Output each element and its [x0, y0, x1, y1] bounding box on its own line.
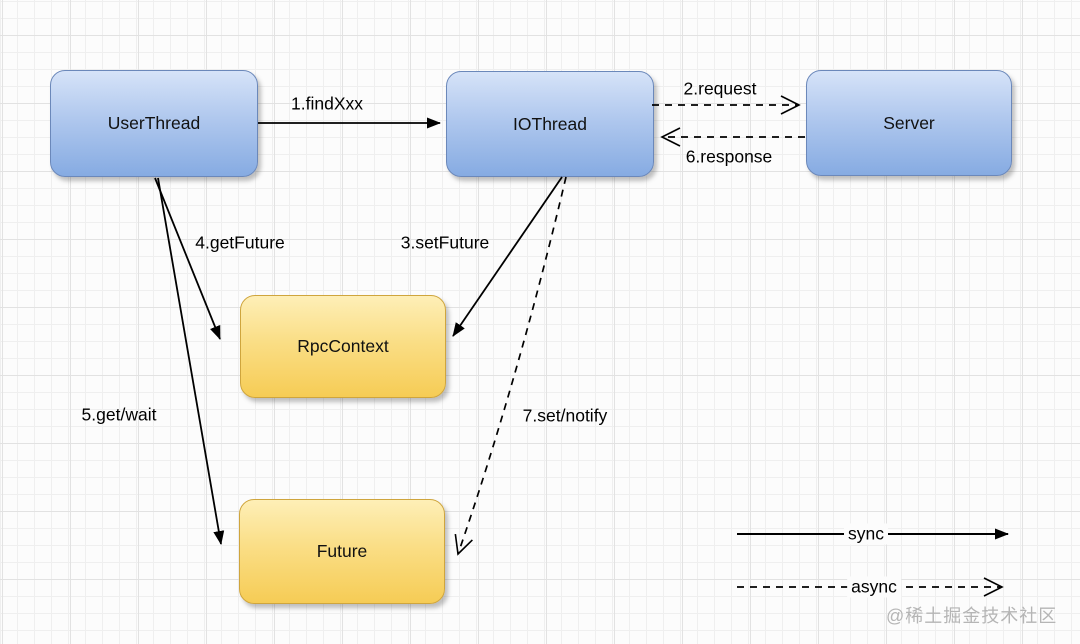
edge-setnotify-label: 7.set/notify — [522, 405, 608, 426]
edge-setfuture-arrow — [452, 176, 563, 337]
edge-getwait-label: 5.get/wait — [81, 404, 157, 425]
node-userthread-label: UserThread — [107, 113, 201, 133]
legend-async-label: async — [847, 576, 901, 598]
node-iothread-label: IOThread — [513, 113, 587, 134]
node-server-label: Server — [883, 112, 935, 133]
node-iothread: IOThread — [446, 71, 654, 177]
edge-setfuture-label: 3.setFuture — [400, 232, 490, 253]
node-future: Future — [239, 499, 445, 604]
edge-request-label: 2.request — [683, 78, 757, 99]
node-userthread: UserThread — [50, 70, 258, 177]
edge-findxxx-label: 1.findXxx — [291, 93, 363, 114]
edge-getfuture-arrow — [154, 177, 221, 340]
node-future-label: Future — [316, 541, 368, 561]
node-rpccontext-label: RpcContext — [297, 336, 389, 356]
watermark: @稀土掘金技术社区 — [886, 606, 1058, 626]
node-server: Server — [806, 70, 1012, 176]
legend-sync-label: sync — [844, 523, 888, 545]
edge-response-label: 6.response — [685, 146, 773, 167]
node-rpccontext: RpcContext — [240, 295, 446, 398]
edge-getfuture-label: 4.getFuture — [195, 232, 285, 253]
